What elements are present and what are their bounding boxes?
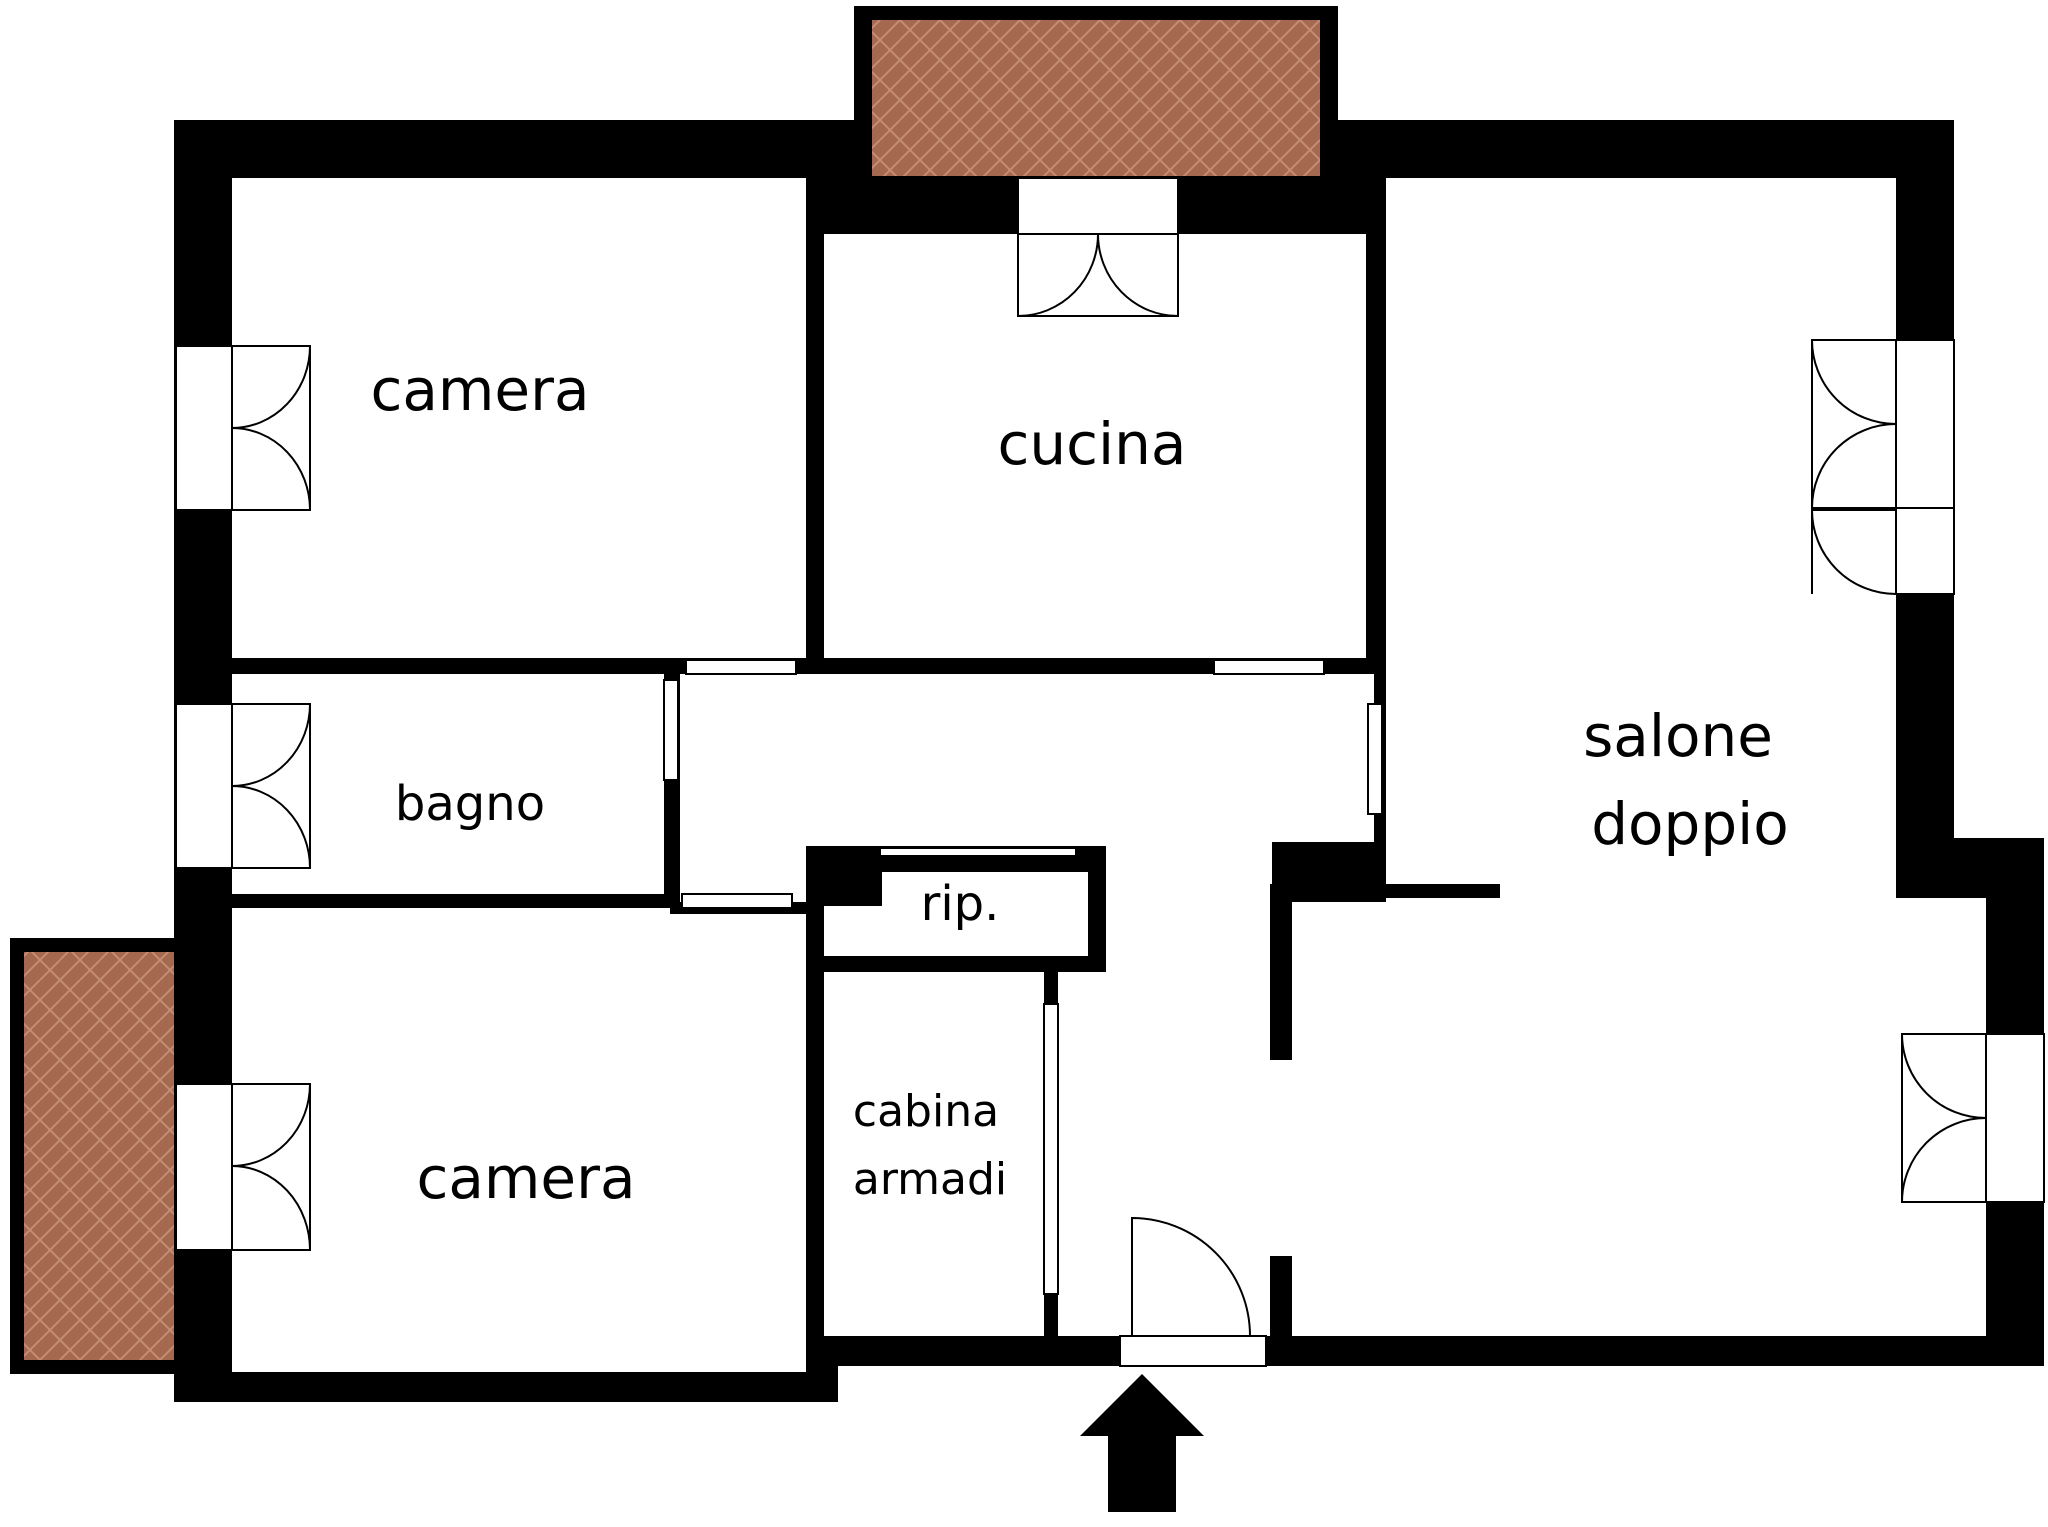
interior-doors — [663, 659, 1383, 1295]
terrace-left — [10, 938, 178, 1374]
room-label-salone-line1: salone — [1583, 702, 1773, 770]
room-label-bagno: bagno — [395, 776, 545, 832]
room-label-rip: rip. — [921, 876, 1000, 932]
entrance-arrow-icon — [1080, 1374, 1204, 1512]
room-label-cabina-line1: cabina — [853, 1086, 999, 1137]
room-label-camera-bottom: camera — [416, 1144, 635, 1212]
room-label-camera-top: camera — [370, 356, 589, 424]
room-label-cabina-line2: armadi — [853, 1154, 1007, 1205]
room-label-cucina: cucina — [998, 410, 1187, 478]
room-label-salone-line2: doppio — [1591, 790, 1789, 858]
windows — [175, 177, 2045, 1367]
terrace-top — [854, 6, 1338, 180]
door-swings — [231, 233, 1987, 1337]
